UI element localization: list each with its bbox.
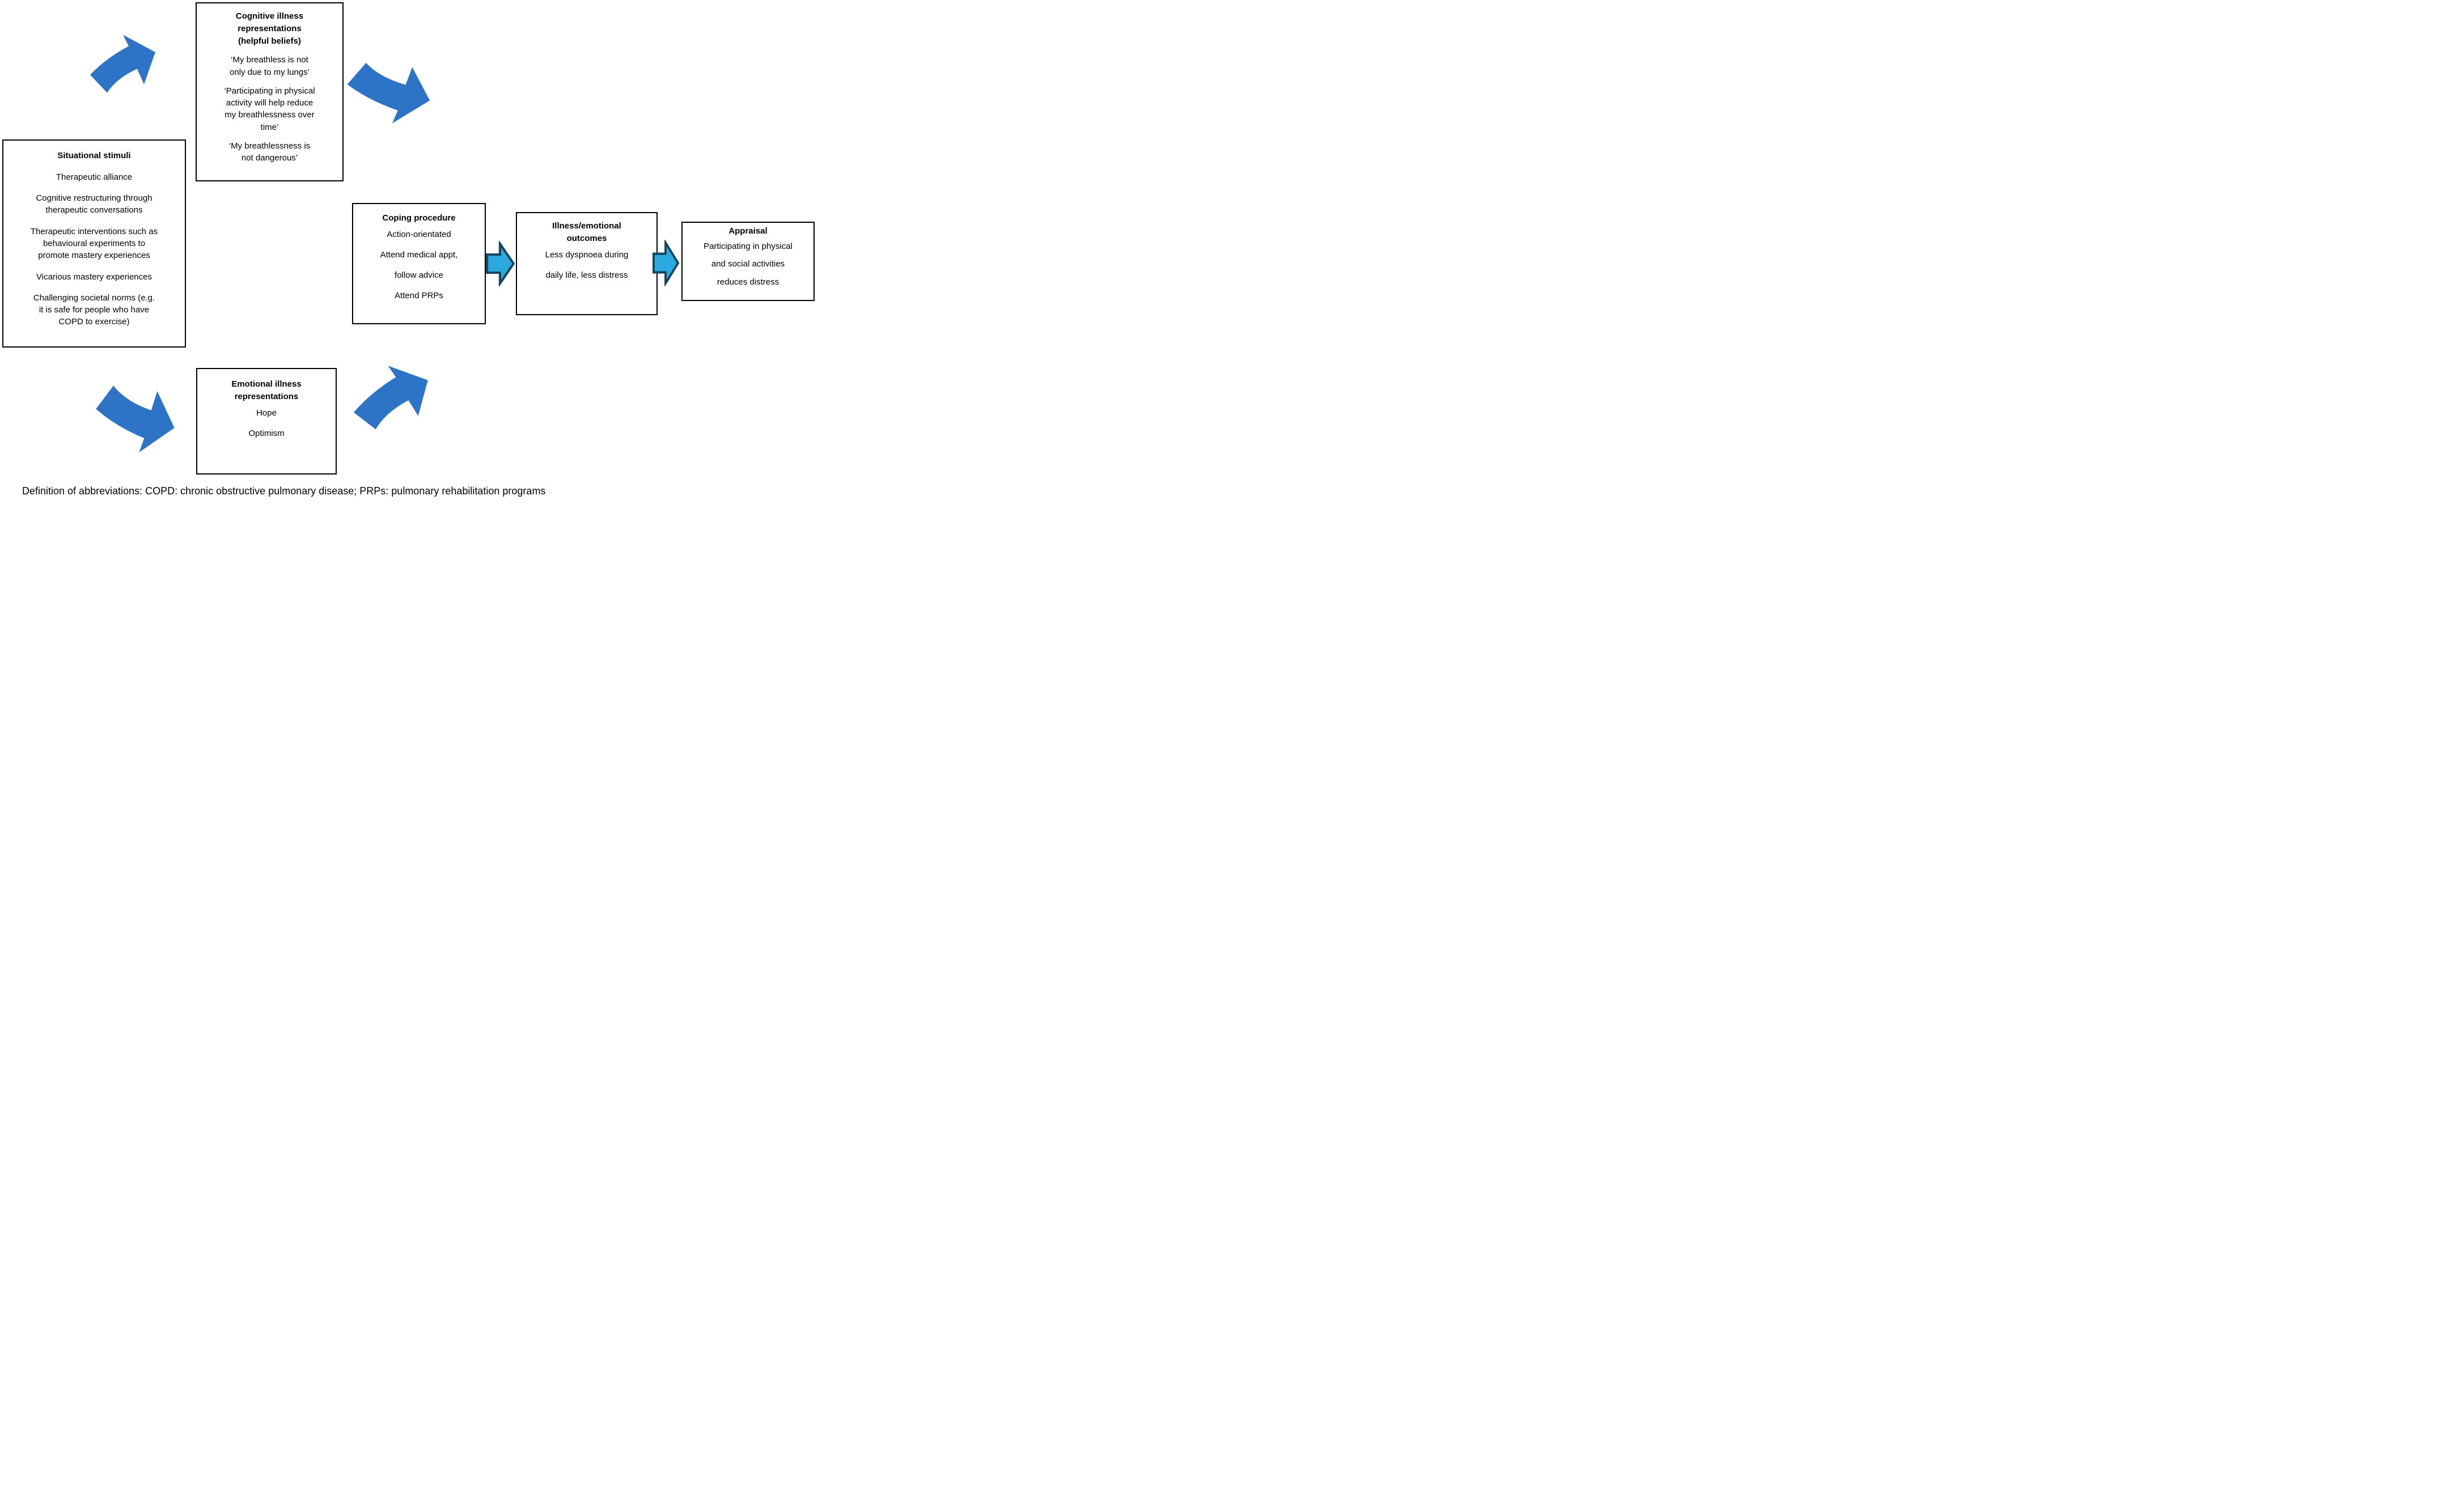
block-arrow-outcomes-to-appraisal-icon [652,240,680,286]
belief-quote: ‘Participating in physical activity will… [224,86,315,132]
block-arrow-coping-to-outcomes-icon [486,241,515,286]
figure-canvas: Cognitive illness representations (helpf… [0,0,816,504]
title-line: Emotional illness [231,379,302,389]
outcome-line: Less dyspnoea during [545,249,629,260]
title-line: (helpful beliefs) [238,36,301,46]
box-title: Appraisal [728,226,768,236]
box-appraisal: Appraisal Participating in physical and … [681,222,815,301]
box-cognitive-illness-representations: Cognitive illness representations (helpf… [196,2,344,181]
curved-arrow-cognitive-to-coping-icon [344,53,434,133]
curved-arrow-shape [347,62,430,124]
right-arrow-shape [486,241,515,286]
stimulus-item: Therapeutic alliance [56,172,133,182]
box-title: Emotional illness representations [197,378,336,403]
box-emotional-illness-representations: Emotional illness representations Hope O… [196,368,337,475]
box-title: Illness/emotional outcomes [517,220,656,245]
curved-arrow-situational-to-cognitive-icon [89,31,157,96]
box-title: Coping procedure [382,213,456,223]
coping-item: Attend medical appt, [380,249,458,260]
appraisal-line: and social activities [711,259,785,269]
stimulus-item: Cognitive restructuring through therapeu… [36,193,152,215]
right-arrow-icon [486,241,515,286]
curved-arrow-shape [353,366,428,430]
box-title: Situational stimuli [57,151,131,160]
stimulus-item: Vicarious mastery experiences [36,272,152,282]
curved-arrow-emotional-to-coping-icon [348,357,435,435]
right-arrow-shape [652,240,680,286]
appraisal-line: Participating in physical [704,241,793,251]
outcome-line: daily life, less distress [545,270,628,280]
coping-item: follow advice [395,270,443,280]
curved-arrow-shape [96,386,175,452]
stimulus-item: Therapeutic interventions such as behavi… [30,226,158,261]
title-line: outcomes [566,233,607,243]
curved-arrow-shape [90,35,155,93]
title-line: representations [238,23,302,33]
emotion-line: Optimism [248,428,285,438]
curved-arrow-icon [347,62,430,124]
emotion-line: Hope [256,408,277,418]
box-title: Cognitive illness representations (helpf… [197,10,342,47]
coping-item: Attend PRPs [395,290,443,300]
appraisal-line: reduces distress [717,277,779,287]
right-arrow-icon [652,240,680,286]
coping-item: Action-orientated [387,229,451,239]
box-coping-procedure: Coping procedure Action-orientated Atten… [352,203,486,324]
title-line: Illness/emotional [552,221,621,231]
box-illness-emotional-outcomes: Illness/emotional outcomes Less dyspnoea… [516,212,658,315]
box-situational-stimuli: Situational stimuli Therapeutic alliance… [2,139,186,348]
stimulus-item: Challenging societal norms (e.g. it is s… [33,293,155,327]
curved-arrow-situational-to-emotional-icon [92,375,179,461]
curved-arrow-icon [353,366,428,430]
curved-arrow-icon [90,35,155,93]
belief-quote: ‘My breathlessness is not dangerous’ [228,141,311,163]
curved-arrow-icon [96,386,175,452]
title-line: Cognitive illness [235,11,304,21]
abbreviation-definitions: Definition of abbreviations: COPD: chron… [22,485,546,497]
title-line: representations [234,391,299,401]
belief-quote: ‘My breathless is not only due to my lun… [230,55,310,77]
